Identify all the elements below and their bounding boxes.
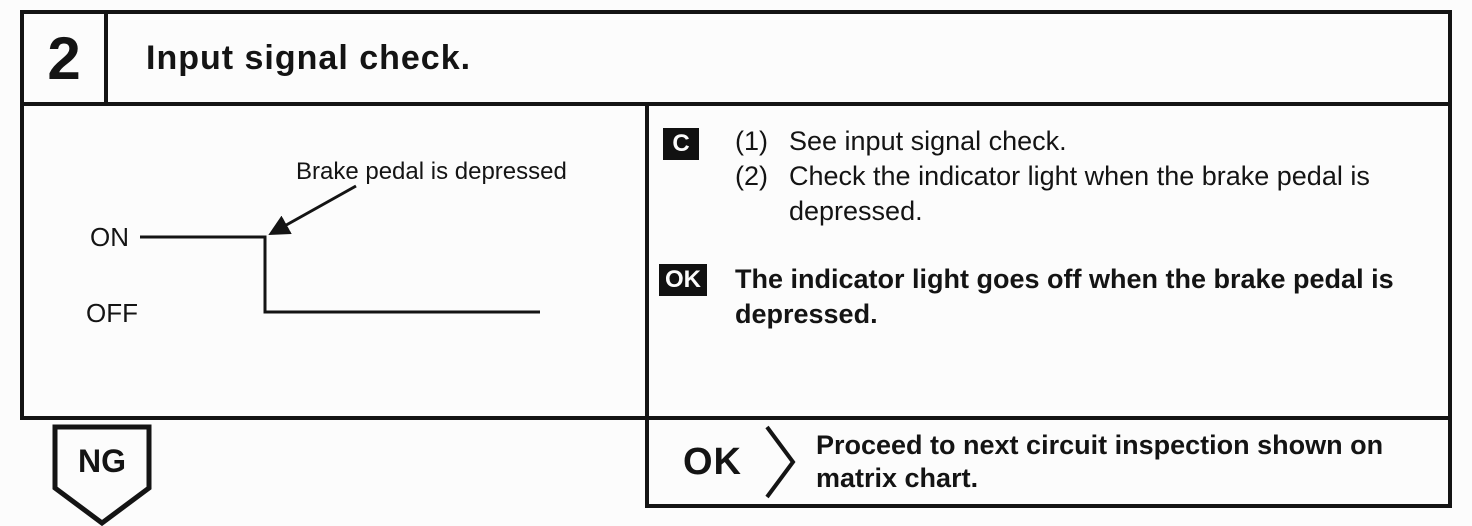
instructions-box: C (1) See input signal check. (2) Check …: [645, 102, 1452, 420]
check-item-text: Check the indicator light when the brake…: [789, 161, 1370, 226]
waveform-signal-line: [140, 235, 540, 314]
waveform-annotation: Brake pedal is depressed: [296, 158, 567, 185]
check-item-number: (2): [735, 161, 768, 191]
waveform-diagram: ON OFF Brake pedal is depressed: [86, 158, 567, 328]
step-number: 2: [47, 24, 81, 92]
ok-badge: OK: [659, 264, 707, 296]
check-item: (2) Check the indicator light when the b…: [735, 159, 1441, 229]
ng-branch-badge: NG: [52, 424, 152, 526]
check-items: (1) See input signal check. (2) Check th…: [735, 124, 1441, 229]
waveform-annotation-arrow: [268, 184, 357, 236]
step-number-box: 2: [20, 10, 108, 106]
ok-branch-action: Proceed to next circuit inspection shown…: [816, 430, 1384, 493]
step-title-box: Input signal check.: [104, 10, 1452, 106]
check-item: (1) See input signal check.: [735, 124, 1441, 159]
waveform-on-label: ON: [90, 222, 129, 252]
check-badge: C: [663, 128, 699, 160]
waveform-diagram-box: ON OFF Brake pedal is depressed: [20, 102, 649, 420]
waveform-off-label: OFF: [86, 298, 138, 328]
chevron-right-icon: [765, 425, 796, 499]
step-title: Input signal check.: [146, 38, 472, 77]
ng-pentagon-shape: [52, 424, 152, 526]
ok-condition-text: The indicator light goes off when the br…: [735, 264, 1394, 329]
check-item-number: (1): [735, 126, 768, 156]
ng-branch-label: NG: [78, 443, 126, 479]
ok-branch-box: OK Proceed to next circuit inspection sh…: [645, 416, 1452, 508]
check-item-text: See input signal check.: [789, 126, 1067, 156]
ok-branch-label: OK: [683, 440, 742, 483]
